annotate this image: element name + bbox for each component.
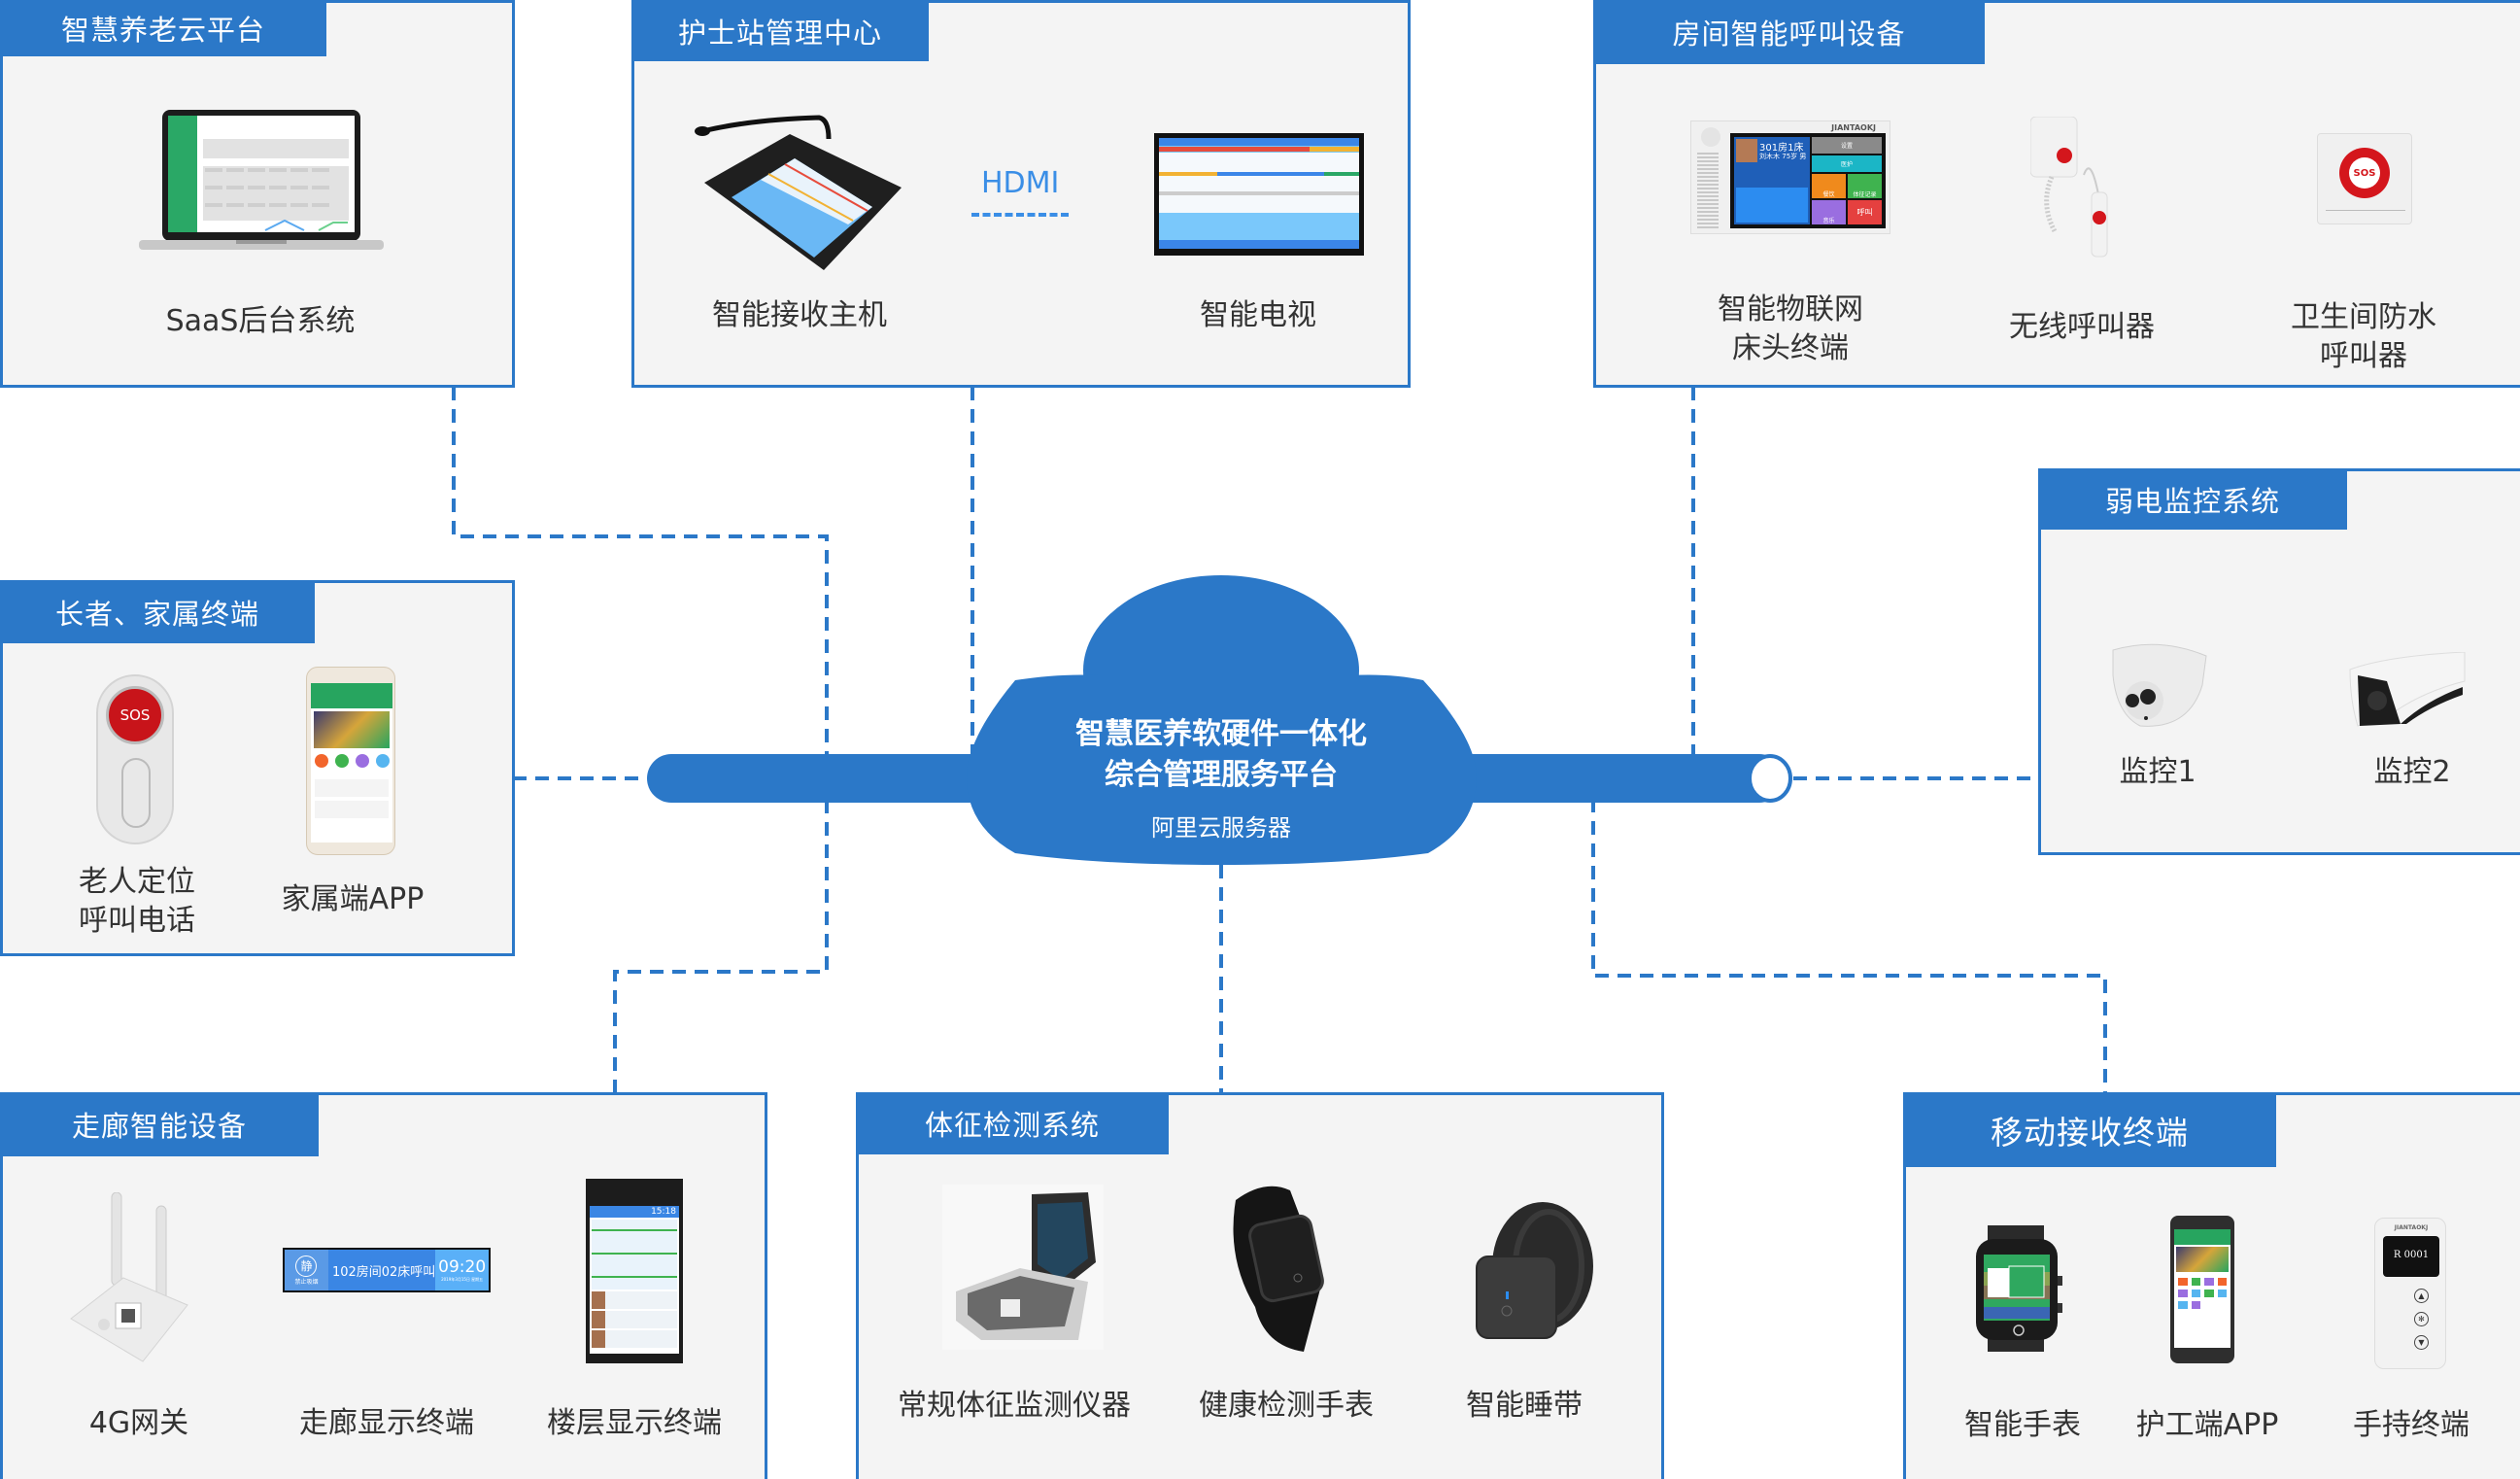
panel-title: 护士站管理中心 — [631, 0, 929, 61]
corridor-badge-caption: 禁止吸烟 — [294, 1278, 319, 1286]
panel-nurse-station: 护士站管理中心 HDMI 智能接收主机 — [631, 0, 1411, 388]
health-watch-icon — [1226, 1181, 1343, 1354]
item-label-tv: 智能电视 — [1200, 298, 1316, 332]
platform-subtitle: 阿里云服务器 — [1151, 814, 1291, 842]
corridor-badge: 静 — [295, 1255, 318, 1277]
panel-room-call: 房间智能呼叫设备 JIANTAOKJ 301房1床 刘木木 75岁 男 设置 医… — [1593, 0, 2520, 388]
bedside-name: 刘木木 — [1759, 153, 1780, 160]
bedside-gender: 男 — [1799, 153, 1807, 160]
panel-cloud-platform: 智慧养老云平台 SaaS后台系统 — [0, 0, 515, 388]
item-label-bathroom-caller-1: 卫生间防水 — [2291, 300, 2436, 334]
item-label-elder-locator-2: 呼叫电话 — [79, 904, 195, 938]
sos-button-text: SOS — [2349, 157, 2380, 189]
smartwatch-icon — [1974, 1225, 2065, 1352]
item-label-bedside-2: 床头终端 — [1732, 331, 1849, 365]
item-label-camera-2: 监控2 — [2373, 755, 2451, 789]
bullet-camera-icon — [2348, 651, 2469, 728]
handheld-terminal-icon: JIANTAOKJ R 0001 ▲ ✻ ▼ — [2374, 1218, 2446, 1369]
panel-title: 体征检测系统 — [856, 1092, 1169, 1154]
handheld-readout: R 0001 — [2393, 1250, 2430, 1260]
platform-title-line1: 智慧医养软硬件一体化 — [1075, 717, 1367, 751]
connector-cloud-platform — [452, 387, 829, 777]
panel-mobile: 移动接收终端 JIANTAOKJ — [1903, 1092, 2520, 1479]
item-label-family-app: 家属端APP — [281, 882, 425, 916]
sos-pendant-icon: SOS — [96, 674, 174, 844]
item-label-camera-1: 监控1 — [2119, 755, 2196, 789]
item-label-host: 智能接收主机 — [712, 298, 887, 332]
panel-title: 房间智能呼叫设备 — [1593, 0, 1985, 64]
caregiver-phone-icon — [2170, 1216, 2234, 1363]
connector-mobile — [1591, 799, 2107, 1092]
item-label-bedside-1: 智能物联网 — [1718, 292, 1863, 327]
panel-title: 长者、家属终端 — [0, 580, 315, 643]
desk-host-icon — [693, 110, 906, 275]
item-label-floor-display: 楼层显示终端 — [547, 1406, 722, 1440]
item-label-health-watch: 健康检测手表 — [1199, 1389, 1374, 1423]
sleep-belt-icon — [1471, 1198, 1597, 1340]
bedside-btn-music: 音乐 — [1812, 199, 1846, 224]
hdmi-link-line — [971, 213, 1069, 217]
corridor-message: 102房间02床呼叫 — [331, 1264, 436, 1280]
item-label-handheld: 手持终端 — [2353, 1408, 2469, 1442]
bedside-btn-call: 呼叫 — [1848, 199, 1882, 224]
connector-corridor — [613, 777, 829, 1092]
bedside-age: 75岁 — [1782, 153, 1798, 160]
floor-display-icon: 15:18 — [586, 1179, 683, 1363]
bedside-btn-meal: 餐饮 — [1812, 173, 1846, 198]
router-icon — [65, 1191, 211, 1367]
handheld-ok-button: ✻ — [2414, 1312, 2429, 1326]
tv-icon — [1154, 133, 1364, 256]
panel-elder-family: 长者、家属终端 SOS 老人定位 呼叫电话 家属端APP — [0, 580, 515, 956]
item-label-smartwatch: 智能手表 — [1964, 1408, 2081, 1442]
corridor-display-icon: 静 禁止吸烟 102房间02床呼叫 09:20 2019年3月15日 星期五 — [283, 1248, 491, 1292]
vitals-kit-icon — [942, 1185, 1104, 1350]
bedside-terminal-icon: JIANTAOKJ 301房1床 刘木木 75岁 男 设置 医护 餐饮 体征记录… — [1690, 120, 1890, 234]
item-label-sleep-belt: 智能睡带 — [1466, 1389, 1583, 1423]
item-label-bathroom-caller-2: 呼叫器 — [2320, 339, 2407, 373]
bedside-brand: JIANTAOKJ — [1831, 123, 1876, 132]
hdmi-label: HDMI — [981, 166, 1060, 200]
bedside-btn-medical: 医护 — [1812, 155, 1882, 172]
handheld-brand: JIANTAOKJ — [2394, 1224, 2429, 1231]
panel-title: 智慧养老云平台 — [0, 0, 326, 56]
bedside-btn-vitals: 体征记录 — [1848, 173, 1882, 198]
panel-surveillance: 弱电监控系统 监控1 监控2 — [2038, 468, 2520, 855]
laptop-icon — [139, 110, 384, 254]
panel-title: 弱电监控系统 — [2038, 468, 2347, 530]
wireless-caller-icon — [2029, 116, 2137, 258]
panel-corridor: 走廊智能设备 静 禁止吸烟 102房间02床呼叫 09:20 2019年3月15… — [0, 1092, 767, 1479]
phone-app-icon — [306, 667, 395, 855]
handheld-up-button: ▲ — [2414, 1289, 2429, 1303]
sos-button-icon: SOS — [2317, 133, 2412, 224]
floor-display-time: 15:18 — [651, 1207, 676, 1217]
panel-title: 走廊智能设备 — [0, 1092, 319, 1156]
panel-title: 移动接收终端 — [1903, 1092, 2276, 1167]
platform-title-line2: 综合管理服务平台 — [1105, 758, 1338, 792]
item-label-corridor-display: 走廊显示终端 — [299, 1406, 474, 1440]
sos-pendant-text: SOS — [106, 686, 164, 744]
corridor-date: 2019年3月15日 星期五 — [441, 1277, 484, 1282]
item-label-elder-locator-1: 老人定位 — [79, 865, 195, 899]
corridor-time: 09:20 — [438, 1257, 487, 1277]
panel-vitals: 体征检测系统 常规体征监测仪器 健康检测手表 智能睡带 — [856, 1092, 1664, 1479]
item-label-saas: SaaS后台系统 — [165, 304, 356, 338]
item-label-wireless-caller: 无线呼叫器 — [2009, 310, 2155, 344]
item-label-vitals-kit: 常规体征监测仪器 — [898, 1389, 1131, 1423]
item-label-caregiver-app: 护工端APP — [2135, 1408, 2279, 1442]
cloud-shape — [967, 575, 1477, 865]
pipe-end — [1748, 754, 1792, 803]
item-label-gateway: 4G网关 — [88, 1406, 189, 1440]
dome-camera-icon — [2111, 636, 2208, 730]
bedside-room: 301房1床 — [1759, 143, 1804, 154]
bedside-btn-settings: 设置 — [1812, 137, 1882, 154]
handheld-down-button: ▼ — [2414, 1335, 2429, 1350]
